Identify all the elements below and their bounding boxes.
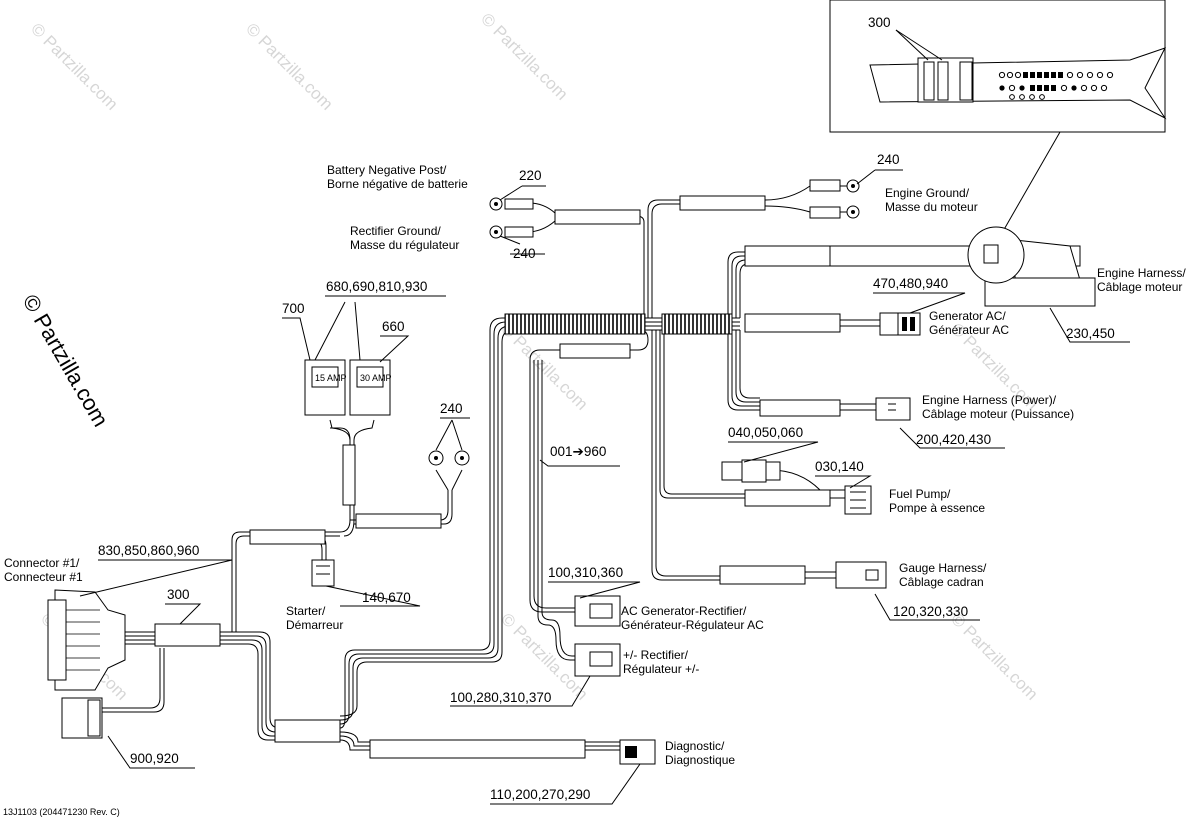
engine-power-connector bbox=[875, 397, 911, 421]
callout-030: 030,140 bbox=[815, 459, 864, 474]
label-starter-fr: Démarreur bbox=[286, 618, 343, 632]
callout-700: 700 bbox=[282, 301, 305, 316]
terminal-sleeve bbox=[809, 179, 841, 192]
watermark: © Partzilla.com bbox=[27, 19, 121, 113]
terminal-sleeve bbox=[809, 206, 841, 219]
label-rectifier-pm-en: +/- Rectifier/ bbox=[623, 648, 689, 662]
convolute-tube bbox=[661, 313, 733, 335]
label-ac-gen-rectifier-fr: Générateur-Régulateur AC bbox=[621, 618, 764, 632]
callout-240-ring: 240 bbox=[440, 401, 463, 416]
label-gauge-harness-en: Gauge Harness/ bbox=[899, 561, 987, 575]
fuel-relay-connector bbox=[721, 461, 743, 481]
callout-660: 660 bbox=[382, 319, 405, 334]
label-battery-negative-en: Battery Negative Post/ bbox=[327, 163, 447, 177]
connectors: 15 AMP 30 AMP bbox=[47, 226, 1096, 765]
harness-wires bbox=[125, 199, 760, 751]
label-engine-ground-fr: Masse du moteur bbox=[885, 200, 978, 214]
callout-220: 220 bbox=[519, 168, 542, 183]
label-engine-ground-en: Engine Ground/ bbox=[885, 186, 970, 200]
label-connector1-en: Connector #1/ bbox=[4, 556, 80, 570]
label-connector1-fr: Connecteur #1 bbox=[4, 570, 83, 584]
callout-300-main: 300 bbox=[167, 587, 190, 602]
label-starter-en: Starter/ bbox=[286, 604, 326, 618]
label-engine-harness-fr: Câblage moteur bbox=[1097, 280, 1182, 294]
watermark: © Partzilla.com bbox=[242, 19, 336, 113]
label-generator-ac-en: Generator AC/ bbox=[929, 309, 1006, 323]
callout-140: 140,670 bbox=[362, 590, 411, 605]
reference-code: 13J1103 (204471230 Rev. C) bbox=[3, 807, 120, 817]
label-engine-power-en: Engine Harness (Power)/ bbox=[922, 393, 1057, 407]
watermark: © Partzilla.com bbox=[947, 609, 1041, 703]
watermark-vertical: © Partzilla.com bbox=[18, 290, 114, 431]
pin-grid bbox=[998, 71, 1114, 100]
fuse-30amp-label: 30 AMP bbox=[360, 373, 392, 383]
label-engine-harness-en: Engine Harness/ bbox=[1097, 266, 1186, 280]
label-ac-gen-rectifier-en: AC Generator-Rectifier/ bbox=[621, 604, 747, 618]
callout-120: 120,320,330 bbox=[893, 604, 968, 619]
component-labels: Battery Negative Post/ Borne négative de… bbox=[3, 163, 1186, 817]
callout-830: 830,850,860,960 bbox=[98, 543, 199, 558]
leader-lines bbox=[79, 169, 1130, 805]
ground-branches bbox=[489, 179, 860, 239]
callout-240-rectifier: 240 bbox=[513, 246, 536, 261]
callout-900: 900,920 bbox=[130, 751, 179, 766]
label-fuel-pump-fr: Pompe à essence bbox=[889, 501, 985, 515]
starter-connector bbox=[311, 559, 335, 587]
label-diagnostic-en: Diagnostic/ bbox=[665, 739, 725, 753]
callout-200: 200,420,430 bbox=[916, 432, 991, 447]
label-fuel-pump-en: Fuel Pump/ bbox=[889, 487, 951, 501]
label-rectifier-pm-fr: Régulateur +/- bbox=[623, 662, 699, 676]
label-rectifier-ground-fr: Masse du régulateur bbox=[350, 238, 459, 252]
callout-100a: 100,310,360 bbox=[548, 565, 623, 580]
callout-680: 680,690,810,930 bbox=[326, 279, 427, 294]
label-engine-power-fr: Câblage moteur (Puissance) bbox=[922, 407, 1074, 421]
convolute-tube bbox=[504, 313, 646, 335]
label-battery-negative-fr: Borne négative de batterie bbox=[327, 177, 468, 191]
label-diagnostic-fr: Diagnostique bbox=[665, 753, 735, 767]
callout-numbers: 220 240 240 680,690,810,930 700 660 240 … bbox=[98, 152, 1115, 802]
callout-240-engine: 240 bbox=[877, 152, 900, 167]
inset-detail: 300 bbox=[829, 0, 1167, 241]
callout-300-inset: 300 bbox=[868, 15, 891, 30]
generator-ac-connector bbox=[879, 312, 899, 336]
fuse-15amp-label: 15 AMP bbox=[315, 373, 347, 383]
callout-110: 110,200,270,290 bbox=[490, 787, 590, 802]
watermark: © Partzilla.com bbox=[477, 9, 571, 103]
label-gauge-harness-fr: Câblage cadran bbox=[899, 575, 984, 589]
connector-1 bbox=[54, 589, 126, 691]
callout-100b: 100,280,310,370 bbox=[450, 690, 551, 705]
callout-040: 040,050,060 bbox=[728, 425, 803, 440]
callout-001: 001➔960 bbox=[550, 444, 606, 459]
label-rectifier-ground-en: Rectifier Ground/ bbox=[350, 224, 441, 238]
callout-470: 470,480,940 bbox=[873, 276, 948, 291]
callout-230: 230,450 bbox=[1066, 326, 1115, 341]
label-generator-ac-fr: Générateur AC bbox=[929, 323, 1009, 337]
sleeves bbox=[154, 245, 841, 759]
